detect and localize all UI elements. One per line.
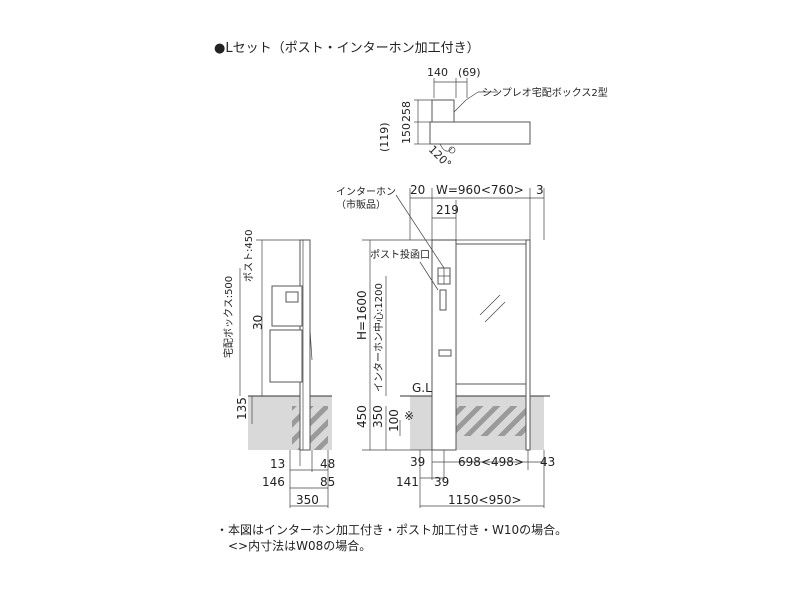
plan-dim-119: (119) xyxy=(378,122,391,152)
front-dim-39b: 39 xyxy=(434,475,449,489)
front-glass-panel xyxy=(455,243,529,385)
side-dim-13: 13 xyxy=(270,457,285,471)
drawing-title: ●Lセット（ポスト・インターホン加工付き） xyxy=(214,41,480,56)
key-plate xyxy=(438,349,452,357)
front-dim-3: 3 xyxy=(536,183,544,197)
plan-box-label: シンプレオ宅配ボックス2型 xyxy=(482,86,608,99)
side-dim-135: 135 xyxy=(235,397,249,420)
front-view: インターホン （市販品） 20 W=960<760> 3 219 ポスト投函口 … xyxy=(336,183,555,508)
side-view: ポスト:450 宅配ボックス:500 30 135 13 48 146 85 3… xyxy=(222,230,335,508)
front-dim-141: 141 xyxy=(396,475,419,489)
intercom-label: インターホン xyxy=(336,186,396,198)
gl-label: G.L xyxy=(412,381,432,395)
plan-dim-150: 150 xyxy=(400,123,413,144)
side-box-label: 宅配ボックス:500 xyxy=(222,276,235,358)
intercom-sub-label: （市販品） xyxy=(336,198,386,211)
side-dim-85: 85 xyxy=(320,475,335,489)
note-line-1: ・本図はインターホン加工付き・ポスト加工付き・W10の場合。 xyxy=(216,523,568,537)
front-mark: ※ xyxy=(404,409,414,423)
plan-angle: 120° xyxy=(426,143,454,171)
front-dim-20: 20 xyxy=(410,183,425,197)
front-dim-350: 350 xyxy=(371,405,385,428)
plan-view: 140 (69) シンプレオ宅配ボックス2型 258 150 (119) 120… xyxy=(378,66,608,171)
front-width-label: W=960<760> xyxy=(436,183,524,197)
plan-dim-140: 140 xyxy=(427,66,448,79)
side-dim-350: 350 xyxy=(296,493,319,507)
notes: ・本図はインターホン加工付き・ポスト加工付き・W10の場合。 <>内寸法はW08… xyxy=(216,522,567,554)
front-dim-219: 219 xyxy=(436,203,459,217)
mail-slot xyxy=(439,289,447,311)
front-dim-698: 698<498> xyxy=(458,455,524,469)
side-post-label: ポスト:450 xyxy=(243,230,255,282)
side-dim-30: 30 xyxy=(251,315,265,330)
front-dim-100: 100 xyxy=(387,409,401,432)
plan-dim-258: 258 xyxy=(400,101,413,122)
front-dim-1150: 1150<950> xyxy=(448,493,522,507)
slot-label: ポスト投函口 xyxy=(370,248,430,261)
side-dim-146: 146 xyxy=(262,475,285,489)
front-dim-43: 43 xyxy=(540,455,555,469)
plan-dim-69: (69) xyxy=(458,66,481,79)
side-delivery-box xyxy=(269,329,303,383)
intercom-center-label: インターホン中心:1200 xyxy=(372,283,385,392)
note-line-2: <>内寸法はW08の場合。 xyxy=(216,539,372,553)
side-dim-48: 48 xyxy=(320,457,335,471)
front-dim-39a: 39 xyxy=(410,455,425,469)
front-height-label: H=1600 xyxy=(355,290,369,340)
front-dim-450: 450 xyxy=(355,405,369,428)
